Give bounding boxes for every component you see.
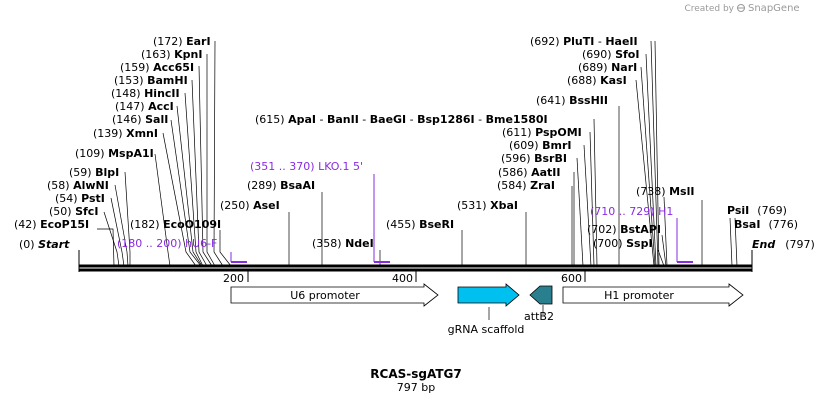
site-AlwNI: (58) AlwNI	[47, 179, 109, 192]
leader-SspI	[657, 249, 665, 267]
primer-H1: (710 .. 729) H1	[590, 205, 673, 218]
site-BseRI: (455) BseRI	[386, 218, 454, 231]
site-Acc65I: (159) Acc65I	[120, 61, 194, 74]
snapgene-credit: Created by SnapGene	[684, 3, 799, 14]
site-EarI: (172) EarI	[153, 35, 211, 48]
u6-promoter-arrow	[230, 283, 439, 307]
leader-SfoI	[645, 53, 657, 267]
leader-NarI	[640, 66, 656, 267]
h1-promoter-arrow	[562, 283, 744, 307]
leader-SfcI	[103, 211, 120, 267]
site-ApaI-group: (615) ApaI - BanII - BaeGI - Bsp1286I - …	[255, 113, 548, 126]
site-ZraI: (584) ZraI	[497, 179, 555, 192]
site-NdeI: (358) NdeI	[312, 237, 374, 250]
leader-HincII	[184, 92, 204, 267]
site-EcoO109I: (182) EcoO109I	[130, 218, 221, 231]
site-BamHI: (153) BamHI	[114, 74, 188, 87]
site-MslI: (738) MslI	[636, 185, 694, 198]
site-SalI: (146) SalI	[112, 113, 168, 126]
site-HincII: (148) HincII	[111, 87, 180, 100]
leader-EarI	[213, 40, 224, 267]
primers: (180 .. 200) hU6-F (351 .. 370) LKO.1 5'…	[117, 160, 693, 263]
leader-KpnI	[206, 54, 216, 267]
site-AatII: (586) AatII	[498, 166, 560, 179]
leader-ApaI	[593, 118, 598, 267]
leader-XmnI	[162, 132, 197, 267]
plasmid-length: 797 bp	[397, 381, 435, 394]
site-PsiI: PsiI(769)	[727, 204, 787, 217]
leader-BsrBI	[576, 157, 584, 267]
site-BsaI: BsaI(776)	[734, 218, 798, 231]
ruler: 200 400 600	[223, 270, 586, 285]
leader-PluTI	[650, 40, 659, 267]
primer-hU6-F: (180 .. 200) hU6-F	[117, 237, 217, 250]
site-BsaAI: (289) BsaAI	[247, 179, 315, 192]
site-PspOMI: (611) PspOMI	[502, 126, 582, 139]
site-XmnI: (139) XmnI	[93, 127, 158, 140]
grna-scaffold-label: gRNA scaffold	[448, 323, 525, 336]
credit-text: Created by	[684, 4, 734, 14]
plasmid-name: RCAS-sgATG7	[370, 367, 461, 381]
site-KpnI: (163) KpnI	[141, 48, 202, 61]
leader-KasI	[635, 79, 655, 267]
tick-label-600: 600	[561, 272, 582, 285]
site-BmrI: (609) BmrI	[509, 139, 571, 152]
site-BstAPI: (702) BstAPI	[587, 223, 661, 236]
leader-BmrI	[583, 144, 592, 267]
attb2-label: attB2	[524, 310, 554, 323]
site-end: End(797)	[752, 238, 815, 251]
tick-label-400: 400	[392, 272, 413, 285]
leader-EcoO109I	[219, 230, 232, 267]
site-AccI: (147) AccI	[115, 100, 174, 113]
site-PluTI-group: (692) PluTI - HaeII	[530, 35, 638, 48]
site-SfoI: (690) SfoI	[582, 48, 639, 61]
credit-brand: SnapGene	[748, 3, 800, 14]
site-labels: (0) Start (42) EcoP15I (50) SfcI (54) Ps…	[14, 35, 815, 251]
leader-BlpI	[124, 171, 131, 266]
site-BlpI: (59) BlpI	[69, 166, 119, 179]
leader-MslI	[663, 196, 668, 267]
leader-PstI	[110, 197, 125, 267]
site-BssHII: (641) BssHII	[536, 94, 608, 107]
features: U6 promoter gRNA scaffold attB2 H1 promo…	[230, 283, 744, 336]
site-SspI: (700) SspI	[593, 237, 653, 250]
site-NarI: (689) NarI	[578, 61, 637, 74]
leader-SalI	[170, 119, 202, 267]
leader-PspOMI	[589, 131, 595, 267]
site-BsrBI: (596) BsrBI	[501, 152, 567, 165]
site-start: (0) Start	[19, 238, 70, 251]
snapgene-logo-icon	[737, 4, 745, 12]
leader-MspA1I	[154, 153, 171, 267]
site-AseI: (250) AseI	[220, 199, 280, 212]
h1-promoter-label: H1 promoter	[604, 289, 674, 302]
grna-scaffold-arrow	[457, 283, 520, 307]
leader-BsaI-2	[734, 217, 738, 267]
primer-LKO1: (351 .. 370) LKO.1 5'	[250, 160, 363, 173]
site-XbaI: (531) XbaI	[457, 199, 518, 212]
leader-BamHI	[191, 79, 208, 267]
site-PstI: (54) PstI	[55, 192, 105, 205]
site-MspA1I: (109) MspA1I	[75, 147, 154, 160]
site-SfcI: (50) SfcI	[49, 205, 98, 218]
leader-AccI	[176, 105, 203, 267]
site-EcoP15I: (42) EcoP15I	[14, 218, 89, 231]
leader-BsaI	[729, 217, 733, 267]
site-leaders	[97, 40, 738, 267]
leader-BstAPI	[661, 234, 667, 267]
leader-Acc65I	[198, 65, 213, 267]
leader-EcoP15I	[97, 228, 115, 267]
tick-label-200: 200	[223, 272, 244, 285]
attb2-arrow	[529, 285, 553, 305]
site-KasI: (688) KasI	[567, 74, 627, 87]
leader-HaeII	[654, 40, 660, 267]
u6-promoter-label: U6 promoter	[290, 289, 360, 302]
leader-AlwNI	[114, 184, 129, 267]
